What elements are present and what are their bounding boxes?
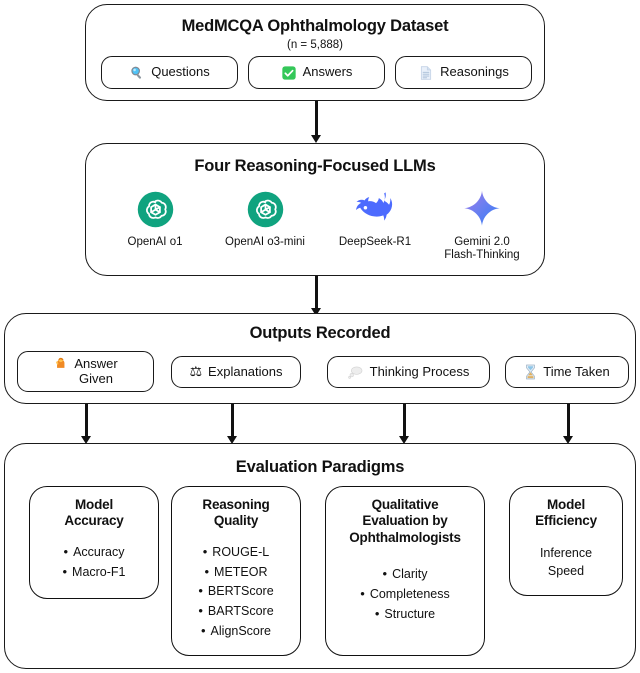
arrow-outputs-to-eval-2 <box>226 404 237 444</box>
list-item: •BERTScore <box>198 583 274 599</box>
list-item: •Completeness <box>360 586 450 602</box>
eval-card-qualitative-evaluation[interactable]: Qualitative Evaluation by Ophthalmologis… <box>325 486 485 656</box>
green-check-box-icon <box>281 65 297 81</box>
list-item: •BARTScore <box>198 603 274 619</box>
model-deepseek-r1[interactable]: DeepSeek-R1 <box>320 186 430 249</box>
arrow-models-to-outputs <box>310 276 321 316</box>
stage-evaluation-box: Evaluation Paradigms Model Accuracy •Acc… <box>4 443 636 669</box>
list-item: •AlignScore <box>200 622 271 638</box>
model-gemini-2-flash-thinking[interactable]: Gemini 2.0 Flash-Thinking <box>422 186 542 262</box>
eval-card-model-efficiency[interactable]: Model Efficiency Inference Speed <box>509 486 623 596</box>
chip-explanations[interactable]: ⚖ Explanations <box>171 356 301 388</box>
chip-thinking-process-label: Thinking Process <box>369 363 470 379</box>
model-openai-o3-mini-label: OpenAI o3-mini <box>225 236 305 248</box>
eval-card-reasoning-quality[interactable]: Reasoning Quality •ROUGE-L •METEOR •BERT… <box>171 486 301 656</box>
eval-card-qualitative-evaluation-list: •Clarity •Completeness •Structure <box>332 564 478 623</box>
eval-card-model-accuracy[interactable]: Model Accuracy •Accuracy •Macro-F1 <box>29 486 159 599</box>
stage-dataset-box: MedMCQA Ophthalmology Dataset (n = 5,888… <box>85 4 545 101</box>
dataset-title: MedMCQA Ophthalmology Dataset <box>181 17 449 35</box>
arrow-outputs-to-eval-1 <box>80 404 91 444</box>
arrow-outputs-to-eval-3 <box>398 404 409 444</box>
magnifying-glass-icon <box>129 65 145 81</box>
dataset-subtitle: (n = 5,888) <box>287 39 343 51</box>
arrow-outputs-to-eval-4 <box>562 404 573 444</box>
deepseek-whale-logo-icon <box>320 186 430 232</box>
gemini-sparkle-logo-icon <box>422 186 542 232</box>
evaluation-title: Evaluation Paradigms <box>235 458 405 476</box>
thought-bubble-icon <box>347 365 364 379</box>
openai-logo-icon <box>100 186 210 232</box>
openai-logo-icon <box>210 186 320 232</box>
eval-card-qualitative-evaluation-title: Qualitative Evaluation by Ophthalmologis… <box>349 497 461 545</box>
chip-reasonings[interactable]: Reasonings <box>395 56 532 89</box>
chip-answers-label: Answers <box>302 64 353 80</box>
chip-explanations-label: Explanations <box>208 363 283 379</box>
outputs-title: Outputs Recorded <box>249 324 391 342</box>
arrow-dataset-to-models <box>310 101 321 143</box>
models-title: Four Reasoning-Focused LLMs <box>194 157 436 175</box>
chip-questions-label: Questions <box>151 64 210 80</box>
eval-card-model-accuracy-title: Model Accuracy <box>64 497 124 529</box>
stage-models-box: Four Reasoning-Focused LLMs OpenAI o1 <box>85 143 545 276</box>
list-item: •METEOR <box>204 563 268 579</box>
chip-time-taken[interactable]: Time Taken <box>505 356 629 388</box>
model-openai-o1-label: OpenAI o1 <box>127 236 183 248</box>
model-gemini-2-flash-thinking-label: Gemini 2.0 Flash-Thinking <box>444 236 520 262</box>
model-deepseek-r1-label: DeepSeek-R1 <box>338 236 412 248</box>
hourglass-icon <box>524 364 537 380</box>
list-item: •Macro-F1 <box>62 563 126 579</box>
chip-reasonings-label: Reasonings <box>440 64 509 80</box>
model-openai-o3-mini[interactable]: OpenAI o3-mini <box>210 186 320 249</box>
eval-card-model-accuracy-list: •Accuracy •Macro-F1 <box>36 542 152 582</box>
list-item: •Accuracy <box>63 543 125 559</box>
list-item: •Structure <box>374 605 436 621</box>
eval-card-reasoning-quality-title: Reasoning Quality <box>202 497 270 529</box>
eval-card-model-efficiency-title: Model Efficiency <box>535 497 597 529</box>
balance-scale-icon: ⚖ <box>189 364 203 380</box>
chip-thinking-process[interactable]: Thinking Process <box>327 356 490 388</box>
chip-answers[interactable]: Answers <box>248 56 385 89</box>
model-openai-o1[interactable]: OpenAI o1 <box>100 186 210 249</box>
chip-questions[interactable]: Questions <box>101 56 238 89</box>
stage-outputs-box: Outputs Recorded Answer Given ⚖ Explanat… <box>4 313 636 404</box>
raising-hand-icon <box>53 356 68 371</box>
chip-time-taken-label: Time Taken <box>543 363 610 379</box>
eval-card-model-efficiency-text: Inference Speed <box>539 545 593 579</box>
document-page-icon <box>418 65 434 81</box>
chip-answer-given-label: Answer Given <box>74 355 118 386</box>
list-item: •Clarity <box>382 566 428 582</box>
chip-answer-given[interactable]: Answer Given <box>17 351 154 392</box>
eval-card-reasoning-quality-list: •ROUGE-L •METEOR •BERTScore •BARTScore •… <box>178 542 294 641</box>
list-item: •ROUGE-L <box>202 543 270 559</box>
